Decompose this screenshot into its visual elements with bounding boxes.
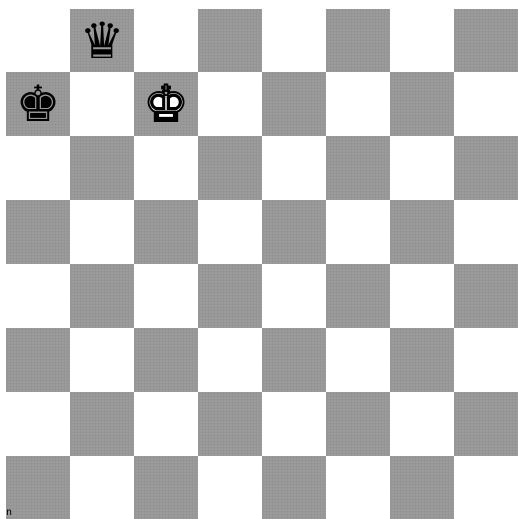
black-king-icon[interactable]: ♚	[16, 79, 61, 129]
square-a1[interactable]	[6, 456, 70, 519]
square-f8[interactable]	[326, 9, 390, 72]
square-a6[interactable]	[6, 136, 70, 200]
square-e7[interactable]	[262, 72, 326, 136]
square-b3[interactable]	[70, 328, 134, 392]
square-b7[interactable]	[70, 72, 134, 136]
square-h6[interactable]	[454, 136, 518, 200]
square-h3[interactable]	[454, 328, 518, 392]
square-b2[interactable]	[70, 392, 134, 456]
square-h1[interactable]	[454, 456, 518, 519]
square-g7[interactable]	[390, 72, 454, 136]
square-c3[interactable]	[134, 328, 198, 392]
square-a5[interactable]	[6, 200, 70, 264]
square-e1[interactable]	[262, 456, 326, 519]
square-h5[interactable]	[454, 200, 518, 264]
square-g6[interactable]	[390, 136, 454, 200]
square-g5[interactable]	[390, 200, 454, 264]
square-d8[interactable]	[198, 9, 262, 72]
square-b5[interactable]	[70, 200, 134, 264]
square-h2[interactable]	[454, 392, 518, 456]
square-f1[interactable]	[326, 456, 390, 519]
square-d6[interactable]	[198, 136, 262, 200]
square-f7[interactable]	[326, 72, 390, 136]
square-c5[interactable]	[134, 200, 198, 264]
square-c6[interactable]	[134, 136, 198, 200]
square-f2[interactable]	[326, 392, 390, 456]
chess-board: ♛ ♚ ♚	[6, 9, 518, 519]
square-c4[interactable]	[134, 264, 198, 328]
square-d5[interactable]	[198, 200, 262, 264]
square-g1[interactable]	[390, 456, 454, 519]
square-b4[interactable]	[70, 264, 134, 328]
square-d3[interactable]	[198, 328, 262, 392]
square-f4[interactable]	[326, 264, 390, 328]
square-h8[interactable]	[454, 9, 518, 72]
white-king-icon[interactable]: ♚	[144, 79, 189, 129]
square-h4[interactable]	[454, 264, 518, 328]
square-g2[interactable]	[390, 392, 454, 456]
square-g8[interactable]	[390, 9, 454, 72]
square-e2[interactable]	[262, 392, 326, 456]
square-b8[interactable]: ♛	[70, 9, 134, 72]
square-f6[interactable]	[326, 136, 390, 200]
square-d7[interactable]	[198, 72, 262, 136]
square-f3[interactable]	[326, 328, 390, 392]
square-c8[interactable]	[134, 9, 198, 72]
square-d2[interactable]	[198, 392, 262, 456]
square-h7[interactable]	[454, 72, 518, 136]
square-e5[interactable]	[262, 200, 326, 264]
square-a2[interactable]	[6, 392, 70, 456]
square-a8[interactable]	[6, 9, 70, 72]
black-queen-icon[interactable]: ♛	[80, 16, 125, 66]
square-f5[interactable]	[326, 200, 390, 264]
corner-mark: n	[6, 507, 12, 519]
square-b1[interactable]	[70, 456, 134, 519]
square-e8[interactable]	[262, 9, 326, 72]
square-c7[interactable]: ♚	[134, 72, 198, 136]
square-e3[interactable]	[262, 328, 326, 392]
square-g4[interactable]	[390, 264, 454, 328]
square-a4[interactable]	[6, 264, 70, 328]
square-d4[interactable]	[198, 264, 262, 328]
square-e4[interactable]	[262, 264, 326, 328]
square-g3[interactable]	[390, 328, 454, 392]
square-b6[interactable]	[70, 136, 134, 200]
square-a3[interactable]	[6, 328, 70, 392]
square-c2[interactable]	[134, 392, 198, 456]
square-e6[interactable]	[262, 136, 326, 200]
square-d1[interactable]	[198, 456, 262, 519]
square-a7[interactable]: ♚	[6, 72, 70, 136]
square-c1[interactable]	[134, 456, 198, 519]
